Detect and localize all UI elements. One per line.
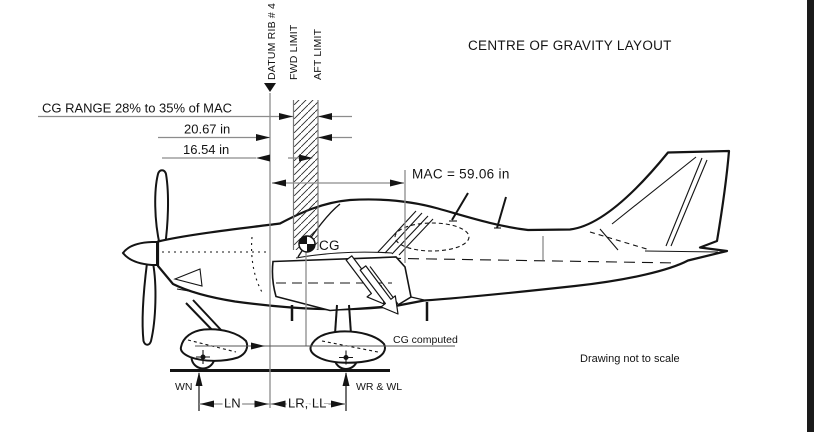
antennas (449, 192, 507, 229)
cg-computed-label: CG computed (393, 334, 458, 346)
main-arm-label: LR, LL (288, 396, 326, 411)
page-title: CENTRE OF GRAVITY LAYOUT (468, 38, 672, 53)
datum-arrow-icon (264, 83, 276, 92)
main-wheel-center-mark (339, 350, 353, 365)
cowling-details (162, 236, 268, 293)
spinner (121, 241, 158, 266)
nose-weight-label: WN (175, 381, 193, 393)
cg-range-band (292, 100, 319, 250)
aft-limit-label: AFT LIMIT (312, 28, 324, 80)
datum-to-aft-value: 20.67 in (184, 122, 230, 137)
canopy-details (295, 203, 679, 264)
mac-value: MAC = 59.06 in (412, 167, 510, 182)
cg-range-label: CG RANGE 28% to 35% of MAC (42, 101, 232, 116)
main-gear (309, 304, 386, 370)
nose-arm-label: LN (224, 396, 241, 411)
datum-to-fwd-value: 16.54 in (183, 142, 229, 157)
main-wheel-pant (309, 330, 386, 364)
nose-wheel-pant (179, 328, 249, 362)
cg-symbol (298, 235, 316, 253)
flap-hollow-arrow (345, 255, 399, 315)
scale-note: Drawing not to scale (580, 353, 680, 365)
aircraft-side-view (121, 149, 731, 372)
propeller-top-blade (154, 169, 170, 247)
nose-gear (179, 299, 249, 370)
dimension-layer (38, 83, 544, 411)
fwd-limit-label: FWD LIMIT (288, 24, 300, 80)
cg-marker-label: CG (319, 238, 340, 253)
main-weight-label: WR & WL (356, 381, 402, 393)
nose-wheel-center-mark (196, 350, 210, 364)
tail-details (589, 156, 719, 253)
propeller-bottom-blade (141, 262, 157, 346)
datum-label: DATUM RIB # 4 (266, 3, 278, 80)
page-border-right (807, 0, 814, 432)
